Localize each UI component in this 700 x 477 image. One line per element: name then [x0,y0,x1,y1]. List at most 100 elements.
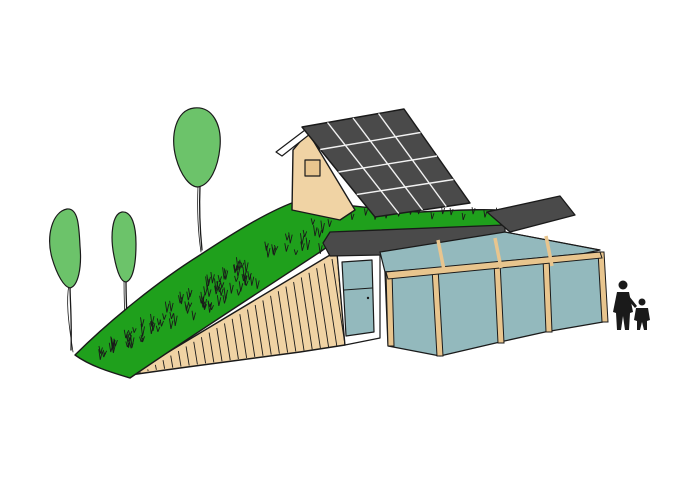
grass-tuft [327,219,332,227]
grass-tuft [236,289,241,296]
greenhouse-beam [385,251,603,280]
grass-tuft [132,327,137,333]
greenhouse-frame [385,231,609,357]
grass-tuft [155,325,161,332]
grass-tuft [271,244,276,255]
grass-tuft [98,349,103,360]
people-silhouettes [613,280,650,330]
wood-plank-line [323,263,338,347]
grass-tuft [313,225,318,237]
solar-grid-line [338,155,438,173]
wood-plank-line [270,295,280,354]
grass-tuft [300,241,305,251]
grass-tuft [219,280,225,288]
wood-plank-line [193,341,198,365]
wood-plank-line [285,286,297,352]
tree-left [49,208,82,353]
grass-tuft [249,274,255,286]
grass-tuft [219,286,224,296]
grass-tuft [169,300,174,312]
wood-plank-line [293,281,305,351]
grass-tuft [169,311,174,320]
wood-plank-line [208,332,215,363]
greenhouse-post [385,271,395,347]
grass-tuft [140,317,145,328]
tree-right [173,107,221,253]
wood-plank-line [277,291,289,353]
entrance-door [341,259,375,337]
grass-tuft [125,341,130,348]
wood-plank-line [177,350,182,367]
grass-tuft [178,295,183,304]
wood-plank-line [231,318,239,360]
grass-tuft [127,330,133,336]
grass-tuft [234,275,239,282]
grass-tuft [140,334,145,343]
grass-tuft [284,243,289,252]
solar-grid-line [356,178,454,196]
wood-planks [139,258,346,374]
grass-tuft [186,291,191,301]
grass-tuft [217,286,222,293]
grass-tuft [179,291,184,305]
grass-tuft [318,243,323,254]
grass-tuft [139,336,144,343]
wood-plank-line [216,327,223,362]
wood-plank-line [162,360,166,369]
grass-tuft [299,233,305,245]
greenhouse-roof-edge [504,231,601,251]
grass-tuft [140,323,145,337]
lower-building [322,224,506,346]
grass-tuft [223,287,228,300]
wood-plank-line [170,355,174,368]
grass-tuft [449,208,454,216]
grass-tuft [302,229,308,238]
grass-tuft [222,267,227,280]
grass-tuft [187,301,193,308]
grass-tuft [238,281,244,292]
grass-tuft [364,208,368,216]
upper-house [275,108,471,221]
wooden-embankment-wall [129,251,346,376]
upper-window [304,159,321,177]
grass-tuft [244,279,249,287]
grass-tuft [317,228,322,238]
greenhouse-top-roof [486,195,576,233]
grass-tuft [207,301,213,308]
grass-roof [74,199,511,379]
grass-tuft [98,345,103,354]
wood-plank-line [316,268,330,348]
grass-tuft [210,272,215,284]
grass-tuft [233,264,238,272]
grass-tuft [237,261,243,270]
grass-tuft [255,278,260,289]
grass-tuft [202,302,207,310]
grass-tuft [441,206,446,215]
grass-tuft [285,233,290,241]
greenhouse-rafter [544,235,554,267]
grass-tuft [127,333,132,341]
solar-panel-grid [320,113,454,214]
grass-tuft [151,321,156,331]
greenhouse [379,195,609,357]
wood-plank-line [254,304,264,356]
grass-tuft [305,237,311,251]
grass-tuft [184,301,189,311]
wood-plank-line [300,277,313,350]
grass-tuft [430,212,435,220]
wood-plank-line [308,272,321,349]
grass-tuft [207,287,212,297]
grass-tuft [293,249,299,256]
grass-tufts [98,205,500,360]
grass-tuft [288,232,293,244]
wood-plank-line [224,323,231,361]
grass-tuft [203,286,208,296]
wood-plank-line [247,309,256,357]
grass-tuft [199,295,204,304]
grass-tuft [162,313,167,320]
grass-tuft [242,267,247,280]
grass-tuft [149,322,154,335]
grass-tuft [350,212,355,221]
